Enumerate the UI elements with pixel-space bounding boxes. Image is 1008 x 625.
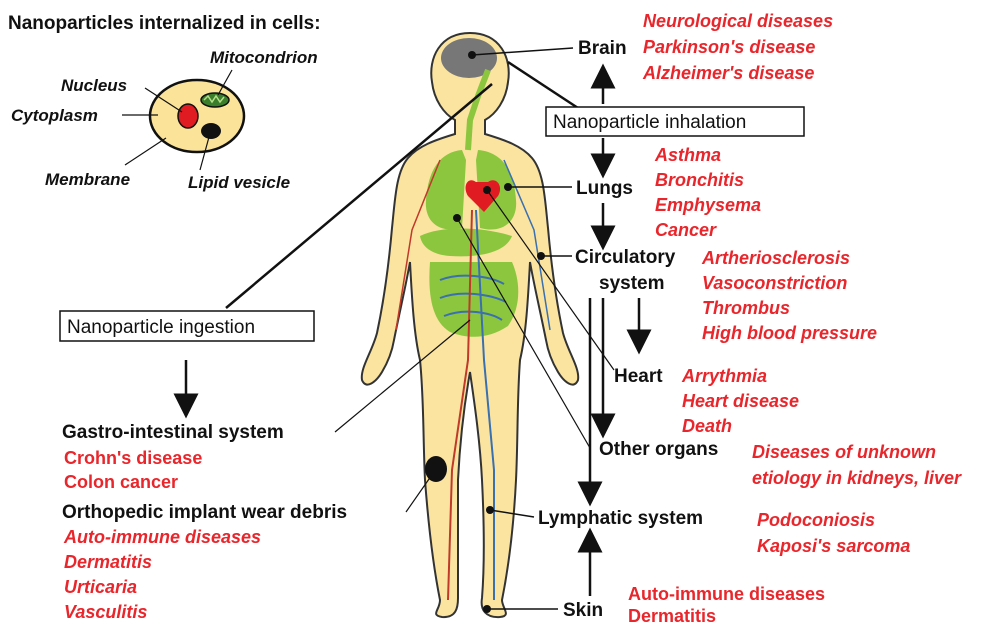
disease-item: Bronchitis: [655, 170, 744, 190]
disease-item: Colon cancer: [64, 472, 178, 492]
disease-item: Emphysema: [655, 195, 761, 215]
organ-other: Other organs: [599, 439, 718, 460]
diseases-lymphatic: Podoconiosis Kaposi's sarcoma: [757, 510, 910, 556]
organ-gi: Gastro-intestinal system: [62, 422, 284, 443]
disease-item: Parkinson's disease: [643, 37, 815, 57]
intestine-shape: [429, 262, 518, 337]
leader-membrane: [125, 138, 166, 165]
diseases-gi: Crohn's disease Colon cancer: [64, 448, 202, 492]
diseases-implant: Auto-immune diseases Dermatitis Urticari…: [63, 527, 261, 622]
organ-lymphatic: Lymphatic system: [538, 508, 703, 529]
disease-item: Podoconiosis: [757, 510, 875, 530]
label-cytoplasm: Cytoplasm: [11, 106, 98, 125]
disease-item: Artheriosclerosis: [701, 248, 850, 268]
disease-item: Heart disease: [682, 391, 799, 411]
disease-item: Alzheimer's disease: [642, 63, 814, 83]
disease-item: etiology in kidneys, liver: [752, 468, 962, 488]
organ-circulatory-line1: Circulatory: [575, 247, 676, 268]
disease-item: Neurological diseases: [643, 11, 833, 31]
disease-item: Auto-immune diseases: [63, 527, 261, 547]
disease-item: Crohn's disease: [64, 448, 202, 468]
diseases-other-organs: Diseases of unknown etiology in kidneys,…: [752, 442, 962, 488]
disease-item: Vasoconstriction: [702, 273, 847, 293]
organ-circulatory-line2: system: [599, 273, 665, 294]
disease-item: Asthma: [654, 145, 721, 165]
disease-item: Cancer: [655, 220, 717, 240]
diseases-lungs: Asthma Bronchitis Emphysema Cancer: [654, 145, 761, 240]
diseases-brain: Neurological diseases Parkinson's diseas…: [642, 11, 833, 83]
lipid-vesicle-shape: [201, 123, 221, 139]
inhalation-label: Nanoparticle inhalation: [553, 112, 746, 133]
disease-item: Dermatitis: [628, 606, 716, 625]
label-lipid-vesicle: Lipid vesicle: [188, 173, 290, 192]
disease-item: Thrombus: [702, 298, 790, 318]
mitochondrion-shape: [201, 93, 229, 107]
disease-item: Urticaria: [64, 577, 137, 597]
diseases-circulatory: Artheriosclerosis Vasoconstriction Throm…: [701, 248, 877, 343]
organ-implant: Orthopedic implant wear debris: [62, 502, 347, 523]
disease-item: Diseases of unknown: [752, 442, 936, 462]
disease-item: Kaposi's sarcoma: [757, 536, 910, 556]
disease-item: Arrythmia: [681, 366, 767, 386]
label-nucleus: Nucleus: [61, 76, 127, 95]
organ-brain: Brain: [578, 38, 627, 59]
organ-heart: Heart: [614, 366, 663, 387]
label-membrane: Membrane: [45, 170, 130, 189]
disease-item: Dermatitis: [64, 552, 152, 572]
label-mitochondrion: Mitocondrion: [210, 48, 318, 67]
cell-illustration: [122, 70, 244, 170]
diseases-heart: Arrythmia Heart disease Death: [681, 366, 799, 436]
line-inhalation-mouth: [508, 62, 578, 108]
ingestion-label: Nanoparticle ingestion: [67, 317, 255, 338]
organ-lungs: Lungs: [576, 178, 633, 199]
diagram-title: Nanoparticles internalized in cells:: [8, 13, 321, 34]
disease-item: Death: [682, 416, 732, 436]
diseases-skin: Auto-immune diseases Dermatitis: [628, 584, 825, 625]
nucleus-shape: [178, 104, 198, 128]
disease-item: High blood pressure: [702, 323, 877, 343]
organ-skin: Skin: [563, 600, 603, 621]
disease-item: Auto-immune diseases: [628, 584, 825, 604]
disease-item: Vasculitis: [64, 602, 147, 622]
